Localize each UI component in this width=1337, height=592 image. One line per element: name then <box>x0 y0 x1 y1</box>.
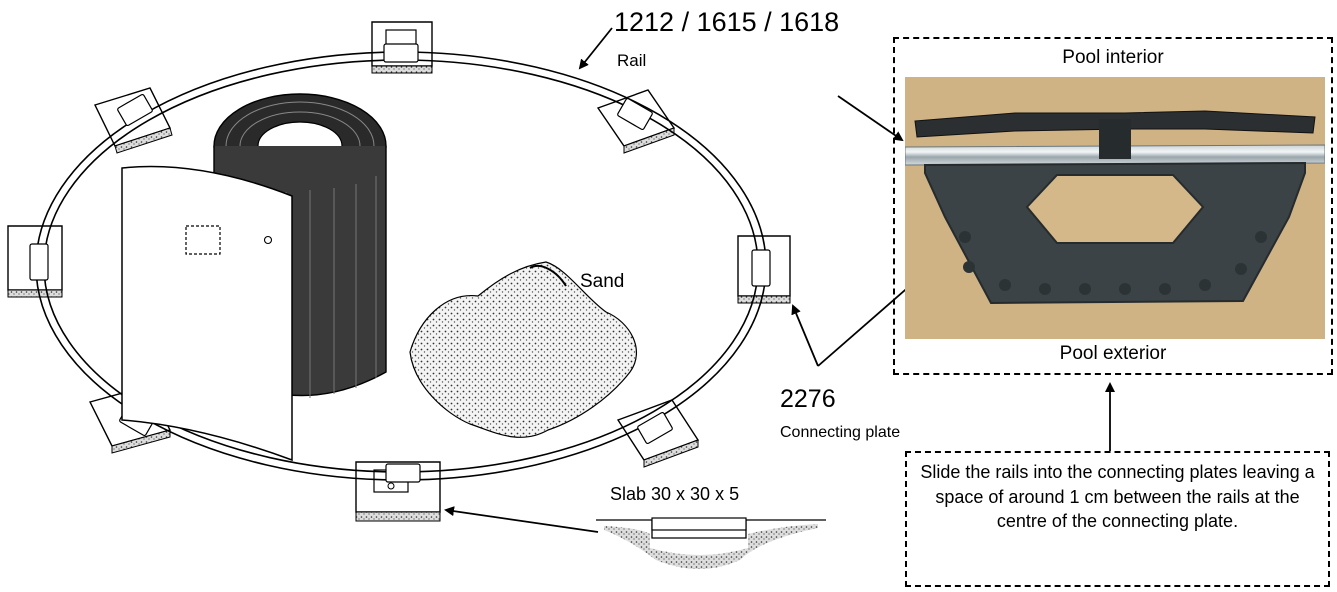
connecting-plate-photo <box>905 77 1325 339</box>
slab-arrow <box>444 506 599 533</box>
instruction-note-text: Slide the rails into the connecting plat… <box>920 462 1315 531</box>
slab-cross-section <box>596 517 826 569</box>
photo-rail-arrow <box>837 95 904 142</box>
sand-label: Sand <box>580 271 625 292</box>
sand-pile <box>409 261 638 438</box>
connecting-plate-photo-box: Pool interior Pool exterior <box>893 37 1333 375</box>
slab-label: Slab 30 x 30 x 5 <box>610 484 740 504</box>
rail-arrow <box>578 27 613 70</box>
rail-part-number: 1212 / 1615 / 1618 <box>614 7 840 37</box>
pool-exterior-caption: Pool exterior <box>1059 343 1167 364</box>
rolled-pool-wall <box>121 93 387 462</box>
plate-arrow-to-ring <box>791 304 819 367</box>
rail-label: Rail <box>617 51 647 70</box>
pool-interior-caption: Pool interior <box>1062 47 1164 68</box>
plate-part-number: 2276 <box>780 385 836 413</box>
connecting-plate-label: Connecting plate <box>780 424 901 441</box>
instruction-note-box: Slide the rails into the connecting plat… <box>905 451 1330 587</box>
